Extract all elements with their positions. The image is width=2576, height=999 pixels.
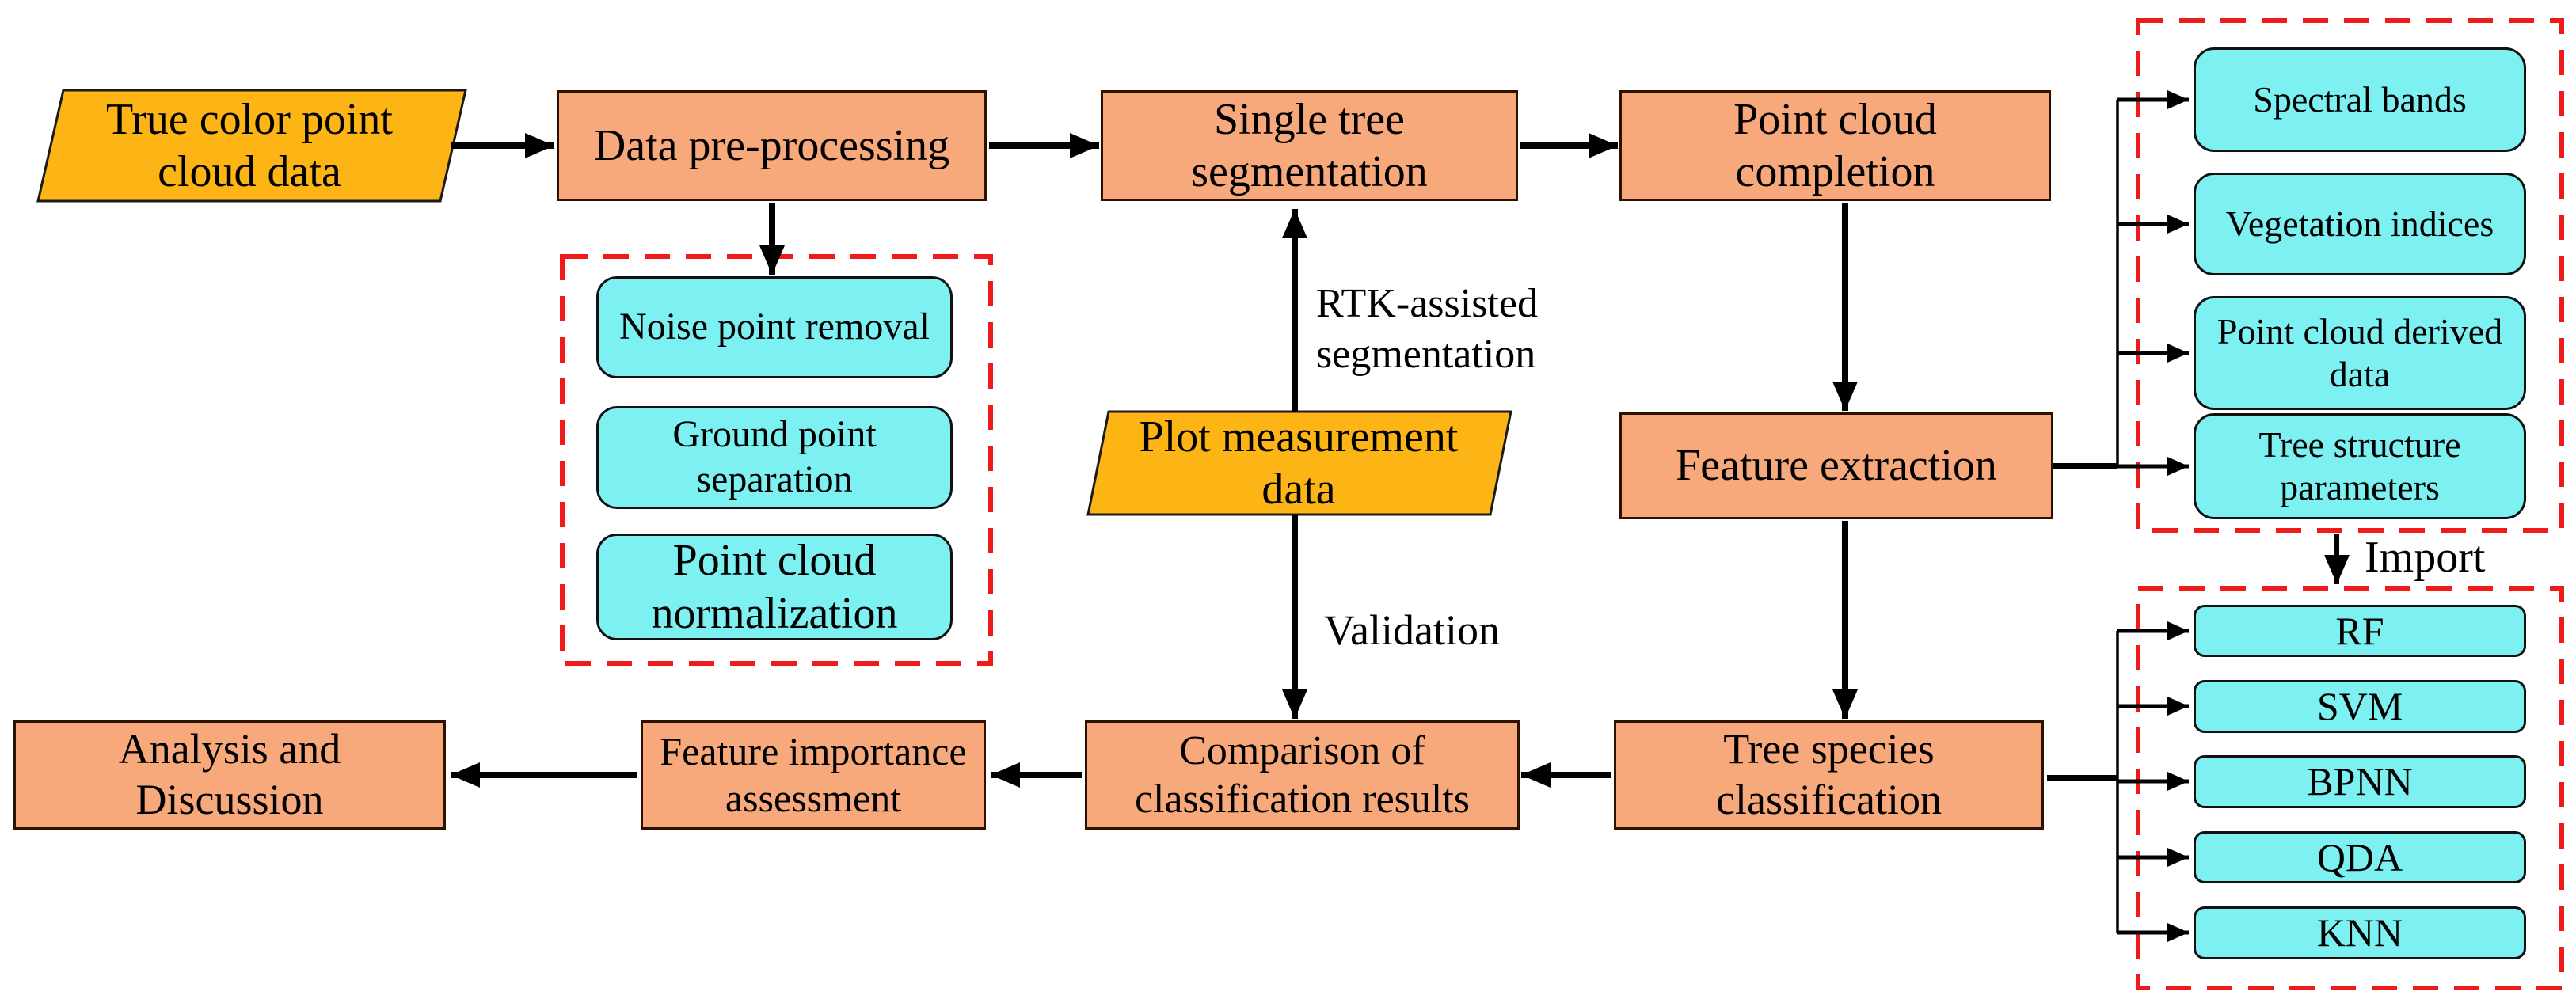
node-tree-structure-parameters: Tree structure parameters — [2194, 413, 2526, 519]
label-rtk-assisted-segmentation: RTK-assisted segmentation — [1316, 281, 1538, 378]
node-ground-point-separation: Ground point separation — [596, 406, 953, 509]
node-plot-measurement-data: Plot measurement data — [1139, 412, 1459, 514]
node-classifier-bpnn: BPNN — [2194, 755, 2526, 808]
node-classifier-qda: QDA — [2194, 831, 2526, 883]
node-analysis-discussion: Analysis and Discussion — [13, 720, 446, 830]
node-tree-species-classification: Tree species classification — [1614, 720, 2044, 830]
node-spectral-bands: Spectral bands — [2194, 47, 2526, 152]
features-group-frame — [2136, 18, 2564, 533]
node-point-cloud-derived-data: Point cloud derived data — [2194, 296, 2526, 410]
true-color-parallelogram-shape — [36, 89, 467, 203]
classifiers-group-frame — [2136, 586, 2564, 990]
node-true-color-point-cloud: True color point cloud data — [106, 94, 393, 196]
node-point-cloud-normalization: Point cloud normalization — [596, 534, 953, 640]
node-classifier-rf: RF — [2194, 605, 2526, 657]
node-noise-point-removal: Noise point removal — [596, 276, 953, 378]
label-import: Import — [2365, 532, 2486, 582]
node-vegetation-indices: Vegetation indices — [2194, 173, 2526, 275]
node-classifier-svm: SVM — [2194, 680, 2526, 733]
node-data-preprocessing: Data pre-processing — [557, 90, 987, 201]
node-comparison-of-results: Comparison of classification results — [1085, 720, 1520, 830]
label-validation: Validation — [1324, 606, 1500, 654]
node-feature-extraction: Feature extraction — [1619, 412, 2053, 519]
node-point-cloud-completion: Point cloud completion — [1619, 90, 2051, 201]
node-single-tree-segmentation: Single tree segmentation — [1101, 90, 1518, 201]
plot-measurement-parallelogram-shape — [1086, 410, 1512, 516]
node-feature-importance: Feature importance assessment — [641, 720, 986, 830]
node-classifier-knn: KNN — [2194, 906, 2526, 959]
